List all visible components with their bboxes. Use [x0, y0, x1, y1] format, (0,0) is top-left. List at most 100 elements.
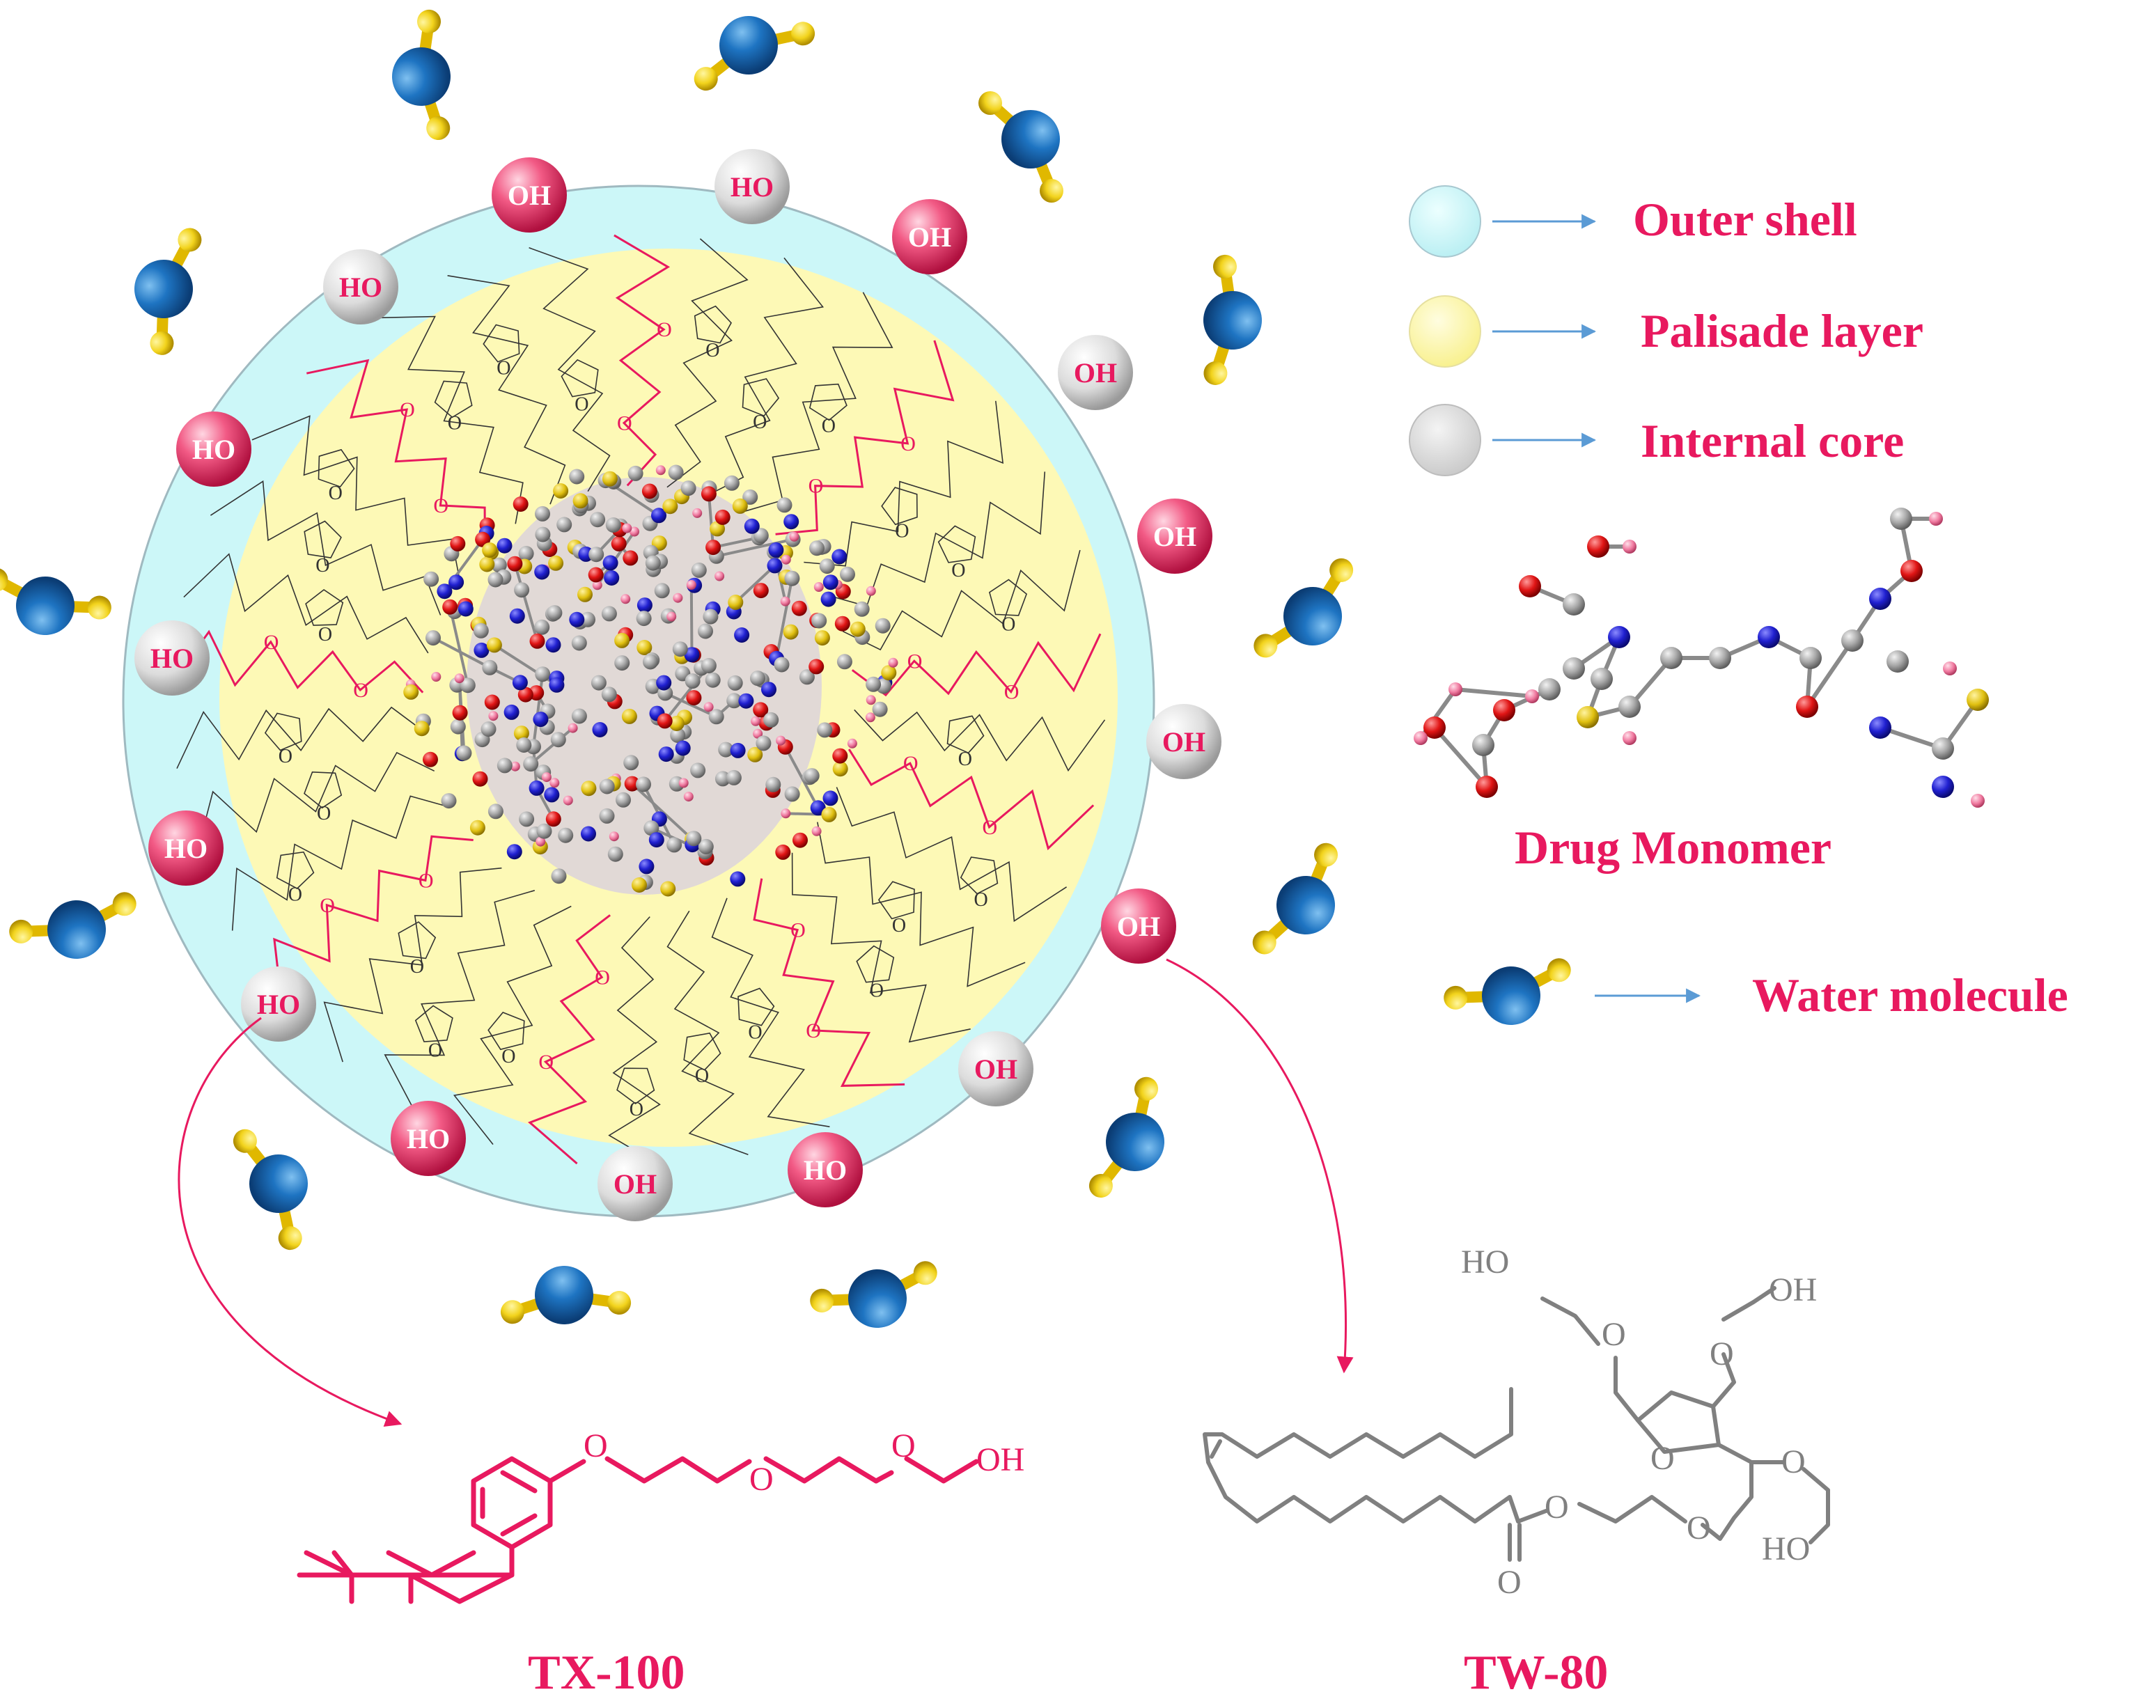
atom	[423, 751, 438, 767]
atom	[510, 761, 520, 771]
atom	[756, 735, 772, 751]
sorbitan-ring	[305, 589, 344, 626]
atom	[1608, 626, 1630, 648]
atom	[1971, 794, 1985, 808]
atom	[643, 654, 658, 670]
atom	[458, 601, 474, 617]
atom	[509, 608, 525, 624]
sorbitan-ring	[434, 380, 473, 418]
water-molecule	[1252, 843, 1338, 955]
oxygen-atom: O	[983, 816, 998, 839]
hydroxyl-head: HO	[323, 249, 398, 324]
oxygen-atom	[47, 900, 106, 959]
atom	[751, 716, 761, 726]
atom	[1414, 731, 1428, 745]
atom	[692, 508, 703, 518]
hydrogen-atom	[810, 1288, 834, 1313]
atom	[454, 673, 464, 684]
atom	[514, 582, 530, 598]
hydrogen-atom	[417, 9, 442, 33]
hydrogen-atom	[978, 91, 1002, 115]
atom	[571, 635, 587, 651]
hydroxyl-label: OH	[508, 180, 551, 211]
atom	[1472, 734, 1494, 756]
atom	[1587, 535, 1609, 558]
water-molecules	[0, 9, 1354, 1328]
atom	[814, 630, 830, 646]
atom	[763, 712, 779, 728]
sorbitan-ring	[304, 520, 342, 558]
hydrogen-atom	[694, 67, 718, 91]
oxygen-atom: O	[501, 1046, 515, 1067]
head-sphere	[1101, 888, 1176, 964]
atom	[553, 483, 569, 499]
svg-text:OH: OH	[976, 1441, 1024, 1478]
atom	[621, 708, 637, 724]
atom	[517, 687, 533, 703]
surfactant-chain	[666, 910, 749, 1155]
atom	[738, 693, 754, 709]
atom	[658, 746, 674, 762]
water-molecule	[1088, 1076, 1164, 1198]
head-sphere	[892, 199, 967, 274]
atom	[487, 804, 503, 820]
water-molecule	[810, 1261, 937, 1328]
svg-text:O: O	[1781, 1443, 1806, 1480]
atom	[571, 708, 587, 724]
atom	[611, 535, 627, 551]
surfactant-chain	[306, 359, 486, 550]
surfactant-chain	[791, 852, 971, 1043]
oxygen-atom: O	[630, 1099, 643, 1120]
hydroxyl-head: OH	[1146, 704, 1221, 779]
atom	[726, 769, 742, 785]
atom	[753, 728, 763, 739]
atom	[599, 778, 615, 794]
surfactant-chain	[176, 706, 425, 769]
hydroxyl-head: OH	[892, 199, 967, 274]
legend-internal-core-swatch	[1409, 404, 1481, 476]
atom	[534, 619, 550, 635]
atom	[474, 642, 490, 658]
atom	[710, 521, 725, 537]
oxygen-atom	[1276, 876, 1335, 934]
oxygen-atom: O	[279, 746, 292, 767]
atom	[714, 571, 725, 581]
oxygen-atom	[1283, 587, 1342, 645]
atom	[507, 556, 523, 572]
svg-text:O: O	[749, 1461, 774, 1498]
atom	[616, 792, 631, 808]
oxygen-atom: O	[538, 1051, 554, 1074]
oxygen-atom: O	[790, 919, 806, 942]
atom	[832, 761, 848, 777]
atom	[639, 859, 655, 875]
atom	[866, 695, 876, 705]
atom	[551, 868, 567, 884]
atom	[1943, 661, 1957, 675]
atom	[545, 811, 561, 827]
surfactant-chain	[753, 878, 905, 1087]
atom	[506, 844, 522, 860]
legend-palisade-label: Palisade layer	[1641, 304, 1923, 357]
hydrogen-atom	[791, 22, 815, 46]
atom	[632, 877, 647, 893]
atom	[730, 871, 746, 887]
atom	[847, 738, 857, 749]
oxygen-atom: O	[1004, 681, 1020, 704]
atom	[724, 475, 740, 491]
atom	[513, 726, 529, 742]
atom	[620, 594, 631, 604]
surfactant-chain	[183, 553, 429, 654]
atom	[636, 597, 653, 613]
hydrogen-atom	[87, 595, 111, 620]
atom	[441, 793, 457, 809]
surfactant-chain	[372, 315, 524, 524]
atom	[541, 772, 552, 783]
atom	[753, 583, 769, 599]
atom	[529, 633, 545, 649]
hydroxyl-label: HO	[150, 643, 194, 674]
atom	[1577, 706, 1599, 728]
atom	[1525, 689, 1539, 703]
hydrogen-atom	[278, 1226, 302, 1251]
water-molecule	[0, 567, 111, 635]
